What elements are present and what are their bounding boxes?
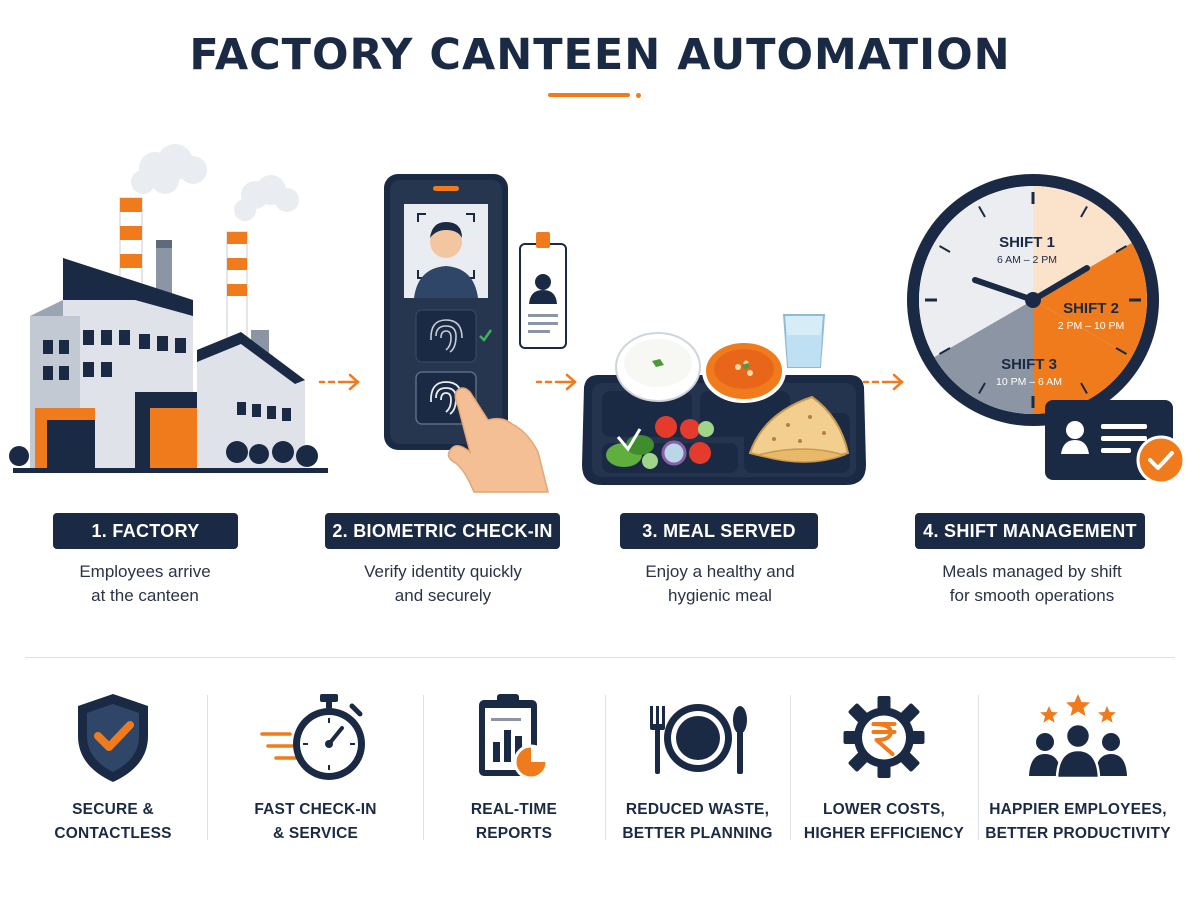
benefit-secure: SECURE & CONTACTLESS: [18, 690, 208, 850]
step-3-desc-line2: hygienic meal: [668, 586, 772, 605]
step-4-label: 4. SHIFT MANAGEMENT: [915, 513, 1145, 549]
clipboard-report-icon: [479, 694, 549, 780]
benefit-reports-label: REAL-TIME REPORTS: [470, 801, 558, 842]
title-underline: [548, 93, 630, 97]
benefit-separator: [423, 695, 424, 840]
stopwatch-icon: [259, 694, 365, 780]
shield-check-icon: [78, 694, 148, 782]
step-2-desc-line1: Verify identity quickly: [364, 562, 522, 581]
step-4-description: Meals managed by shift for smooth operat…: [902, 560, 1162, 608]
step-4-desc-line2: for smooth operations: [949, 586, 1115, 605]
benefit-lower-costs: LOWER COSTS, HIGHER EFFICIENCY: [790, 690, 978, 850]
step-1-desc-line1: Employees arrive: [79, 562, 211, 581]
shift-1-name: SHIFT 1: [999, 234, 1055, 251]
shift-clock-icon: SHIFT 1 6 AM – 2 PM SHIFT 2 2 PM – 10 PM…: [907, 174, 1186, 485]
benefit-separator: [790, 695, 791, 840]
step-3-desc-line1: Enjoy a healthy and: [645, 562, 795, 581]
plate-cutlery-icon: [649, 704, 747, 774]
benefit-reduced-waste: REDUCED WASTE, BETTER PLANNING: [605, 690, 790, 850]
title-underline-dot: [636, 93, 641, 98]
benefit-happier-employees: HAPPIER EMPLOYEES, BETTER PRODUCTIVITY: [978, 690, 1178, 850]
step-1-label: 1. FACTORY: [53, 513, 238, 549]
factory-icon: [9, 144, 328, 473]
meal-tray-icon: [582, 314, 866, 485]
benefit-secure-label: SECURE & CONTACTLESS: [54, 801, 172, 842]
benefit-reports: REAL-TIME REPORTS: [423, 690, 605, 850]
step-2-label: 2. BIOMETRIC CHECK-IN: [325, 513, 560, 549]
arrow-right-icon: [535, 373, 577, 391]
shift-3-name: SHIFT 3: [1001, 356, 1057, 373]
benefit-fast-checkin: FAST CHECK-IN & SERVICE: [208, 690, 423, 850]
page-title: FACTORY CANTEEN AUTOMATION: [189, 30, 1011, 80]
shift-1-time: 6 AM – 2 PM: [997, 254, 1057, 266]
shift-3-time: 10 PM – 6 AM: [996, 376, 1062, 388]
shift-2-time: 2 PM – 10 PM: [1058, 320, 1125, 332]
shift-2-name: SHIFT 2: [1063, 300, 1119, 317]
step-2-description: Verify identity quickly and securely: [313, 560, 573, 608]
benefit-reduced-waste-label: REDUCED WASTE, BETTER PLANNING: [622, 801, 773, 842]
step-3-label: 3. MEAL SERVED: [620, 513, 818, 549]
section-divider: [25, 657, 1175, 658]
benefit-separator: [978, 695, 979, 840]
benefit-separator: [207, 695, 208, 840]
step-1-desc-line2: at the canteen: [91, 586, 199, 605]
arrow-right-icon: [318, 373, 360, 391]
arrow-right-icon: [862, 373, 904, 391]
step-4-desc-line1: Meals managed by shift: [942, 562, 1122, 581]
benefit-happier-employees-label: HAPPIER EMPLOYEES, BETTER PRODUCTIVITY: [985, 801, 1171, 842]
step-3-description: Enjoy a healthy and hygienic meal: [590, 560, 850, 608]
step-2-desc-line2: and securely: [394, 586, 492, 605]
biometric-device-icon: [384, 174, 567, 493]
benefit-separator: [605, 695, 606, 840]
benefit-lower-costs-label: LOWER COSTS, HIGHER EFFICIENCY: [803, 801, 965, 842]
team-stars-icon: [1029, 694, 1127, 780]
step-1-description: Employees arrive at the canteen: [15, 560, 275, 608]
rupee-gear-icon: [843, 696, 925, 778]
benefit-fast-checkin-label: FAST CHECK-IN & SERVICE: [254, 801, 377, 842]
